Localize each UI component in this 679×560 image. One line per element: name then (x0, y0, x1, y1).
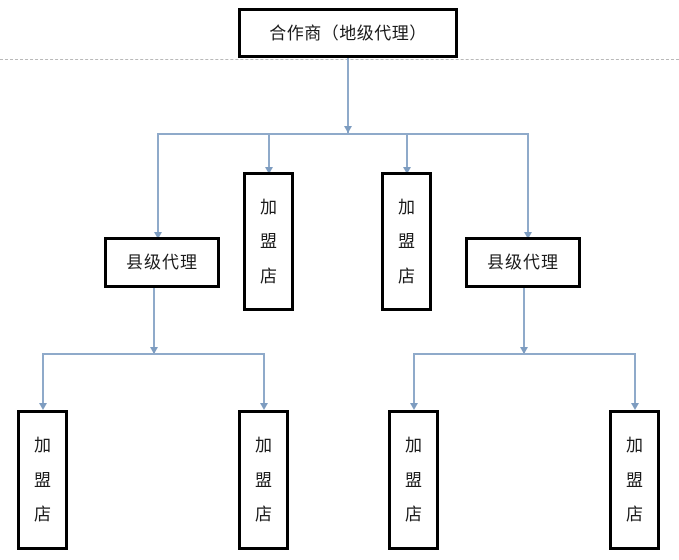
node-franchise-bottom-1-char-2: 盟 (34, 470, 51, 490)
node-franchise-mid-left-char-3: 店 (260, 266, 277, 286)
node-franchise-mid-left-char-2: 盟 (260, 232, 277, 251)
distribution-bus-1 (157, 133, 528, 135)
arrowhead-franchise-b1 (39, 403, 47, 410)
node-franchise-mid-right-char-2: 盟 (398, 232, 415, 251)
arrowhead-county-left (154, 232, 162, 239)
node-franchise-bottom-1[interactable]: 加 盟 店 (17, 410, 68, 550)
node-franchise-mid-right-char-1: 加 (398, 197, 415, 217)
node-root-partner[interactable]: 合作商（地级代理） (238, 8, 458, 58)
connector-bus3-to-franchise-b4 (634, 353, 636, 408)
node-franchise-bottom-4[interactable]: 加 盟 店 (609, 410, 660, 550)
connector-bus1-to-county-left (157, 133, 159, 237)
arrowhead-franchise-b2 (260, 403, 268, 410)
connector-bus2-to-franchise-b2 (263, 353, 265, 408)
node-franchise-bottom-3-char-2: 盟 (405, 470, 422, 490)
arrowhead-county-right (524, 232, 532, 239)
connector-bus1-to-franchise-mid-left (268, 133, 270, 172)
page-separator-rule (0, 59, 679, 60)
connector-root-to-bus (347, 57, 349, 133)
node-franchise-bottom-2-char-2: 盟 (255, 470, 272, 490)
node-franchise-bottom-3-char-3: 店 (405, 505, 422, 525)
arrowhead-county-left-to-bus2 (150, 347, 158, 354)
arrowhead-franchise-mid-right (403, 167, 411, 174)
node-county-agent-right-label: 县级代理 (487, 253, 559, 272)
arrowhead-franchise-b3 (410, 403, 418, 410)
node-franchise-bottom-2-char-3: 店 (255, 505, 272, 525)
connector-county-right-to-bus3 (523, 288, 525, 353)
node-franchise-bottom-1-char-1: 加 (34, 435, 51, 455)
node-franchise-bottom-1-char-3: 店 (34, 505, 51, 525)
node-franchise-bottom-2[interactable]: 加 盟 店 (238, 410, 289, 550)
connector-bus2-to-franchise-b1 (42, 353, 44, 408)
node-franchise-mid-left[interactable]: 加 盟 店 (243, 172, 294, 311)
node-county-agent-right[interactable]: 县级代理 (465, 237, 581, 288)
node-county-agent-left-label: 县级代理 (126, 253, 198, 272)
node-franchise-bottom-4-char-3: 店 (626, 505, 643, 525)
node-franchise-bottom-2-char-1: 加 (255, 435, 272, 455)
distribution-bus-2 (42, 353, 265, 355)
node-franchise-bottom-4-char-2: 盟 (626, 470, 643, 490)
connector-bus1-to-county-right (527, 133, 529, 237)
arrowhead-county-right-to-bus3 (520, 347, 528, 354)
node-franchise-bottom-3[interactable]: 加 盟 店 (388, 410, 439, 550)
connector-bus3-to-franchise-b3 (413, 353, 415, 408)
node-franchise-mid-right[interactable]: 加 盟 店 (381, 172, 432, 311)
node-root-partner-label: 合作商（地级代理） (269, 23, 427, 43)
node-county-agent-left[interactable]: 县级代理 (104, 237, 220, 288)
connector-county-left-to-bus2 (153, 288, 155, 353)
connector-bus1-to-franchise-mid-right (406, 133, 408, 172)
arrowhead-franchise-mid-left (265, 167, 273, 174)
distribution-bus-3 (413, 353, 636, 355)
node-franchise-bottom-3-char-1: 加 (405, 435, 422, 455)
arrowhead-franchise-b4 (631, 403, 639, 410)
node-franchise-mid-left-char-1: 加 (260, 197, 277, 217)
node-franchise-mid-right-char-3: 店 (398, 266, 415, 286)
arrowhead-root-to-bus (344, 126, 352, 133)
node-franchise-bottom-4-char-1: 加 (626, 435, 643, 455)
